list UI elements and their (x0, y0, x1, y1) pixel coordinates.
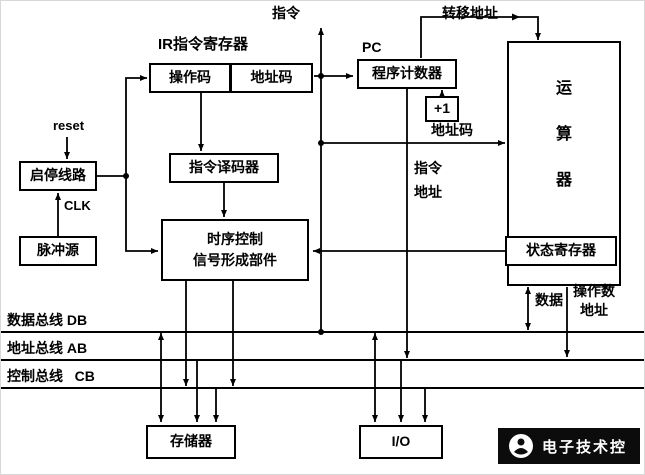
data-label: 数据 (535, 292, 563, 308)
instruction-address-label-2: 地址 (414, 184, 442, 200)
instruction-address-label-1: 指令 (414, 160, 442, 176)
reset-label: reset (53, 118, 85, 133)
operand-address-label-2: 地址 (580, 302, 608, 318)
alu-char-1: 运 (555, 80, 572, 97)
timing-control-box: 时序控制 信号形成部件 (161, 219, 309, 281)
timing-line1: 时序控制 (207, 230, 263, 247)
alu-char-2: 算 (555, 126, 572, 143)
watermark: 电子技术控 (498, 428, 640, 464)
instruction-decoder-box: 指令译码器 (169, 153, 279, 183)
branch-address-line (420, 16, 541, 58)
ir-register-label: IR指令寄存器 (158, 36, 249, 53)
control-bus-label: 控制总线 CB (7, 368, 95, 384)
branch-address-arrowhead (512, 13, 520, 21)
opcode-box: 操作码 (149, 63, 231, 93)
clk-label: CLK (64, 198, 91, 213)
data-bus-label: 数据总线 DB (7, 312, 88, 328)
io-box: I/O (359, 425, 443, 459)
memory-box: 存储器 (146, 425, 236, 459)
address-code-label: 地址码 (431, 122, 473, 138)
branch-address-label: 转移地址 (442, 5, 498, 21)
address-code-box: 地址码 (230, 63, 313, 93)
address-bus-label: 地址总线 AB (7, 340, 88, 356)
start-stop-box: 启停线路 (19, 161, 97, 191)
operand-address-label-1: 操作数 (573, 283, 615, 299)
control-to-opcode-line (125, 75, 147, 176)
watermark-text: 电子技术控 (542, 438, 628, 456)
program-counter-box: 程序计数器 (357, 59, 457, 89)
instruction-top-label: 指令 (272, 5, 300, 21)
watermark-logo-icon (509, 434, 533, 458)
pulse-source-box: 脉冲源 (19, 236, 97, 266)
plus-one-box: +1 (425, 96, 459, 122)
timing-line2: 信号形成部件 (193, 252, 277, 268)
status-register-box: 状态寄存器 (505, 236, 617, 266)
pc-label: PC (362, 39, 382, 55)
alu-char-3: 器 (555, 172, 572, 189)
startstop-to-timing-line (97, 175, 158, 254)
junction-dots (123, 73, 324, 335)
